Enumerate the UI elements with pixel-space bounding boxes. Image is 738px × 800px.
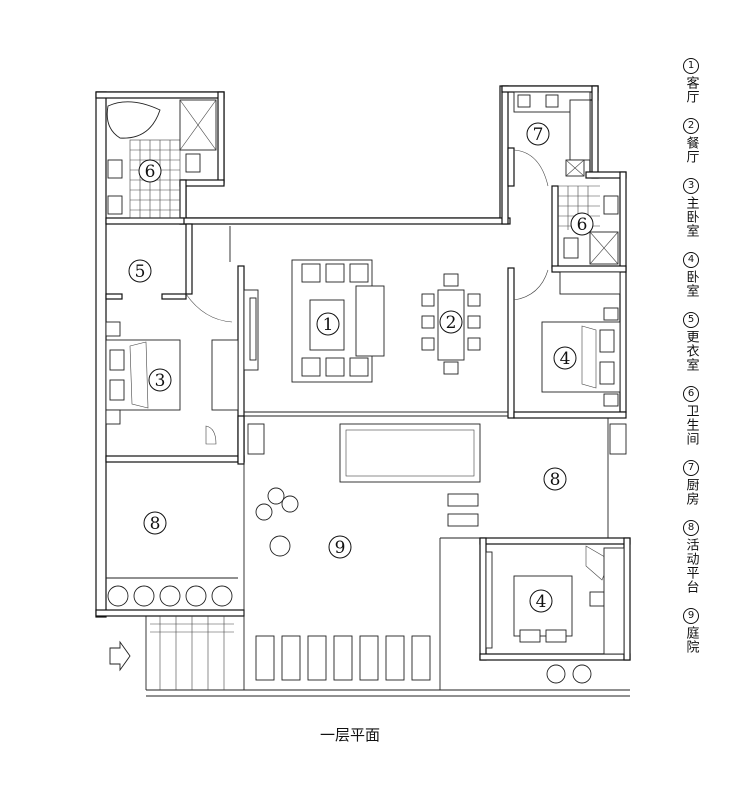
legend-label: 厨房 bbox=[683, 478, 699, 506]
room-label-kitchen: 7 bbox=[526, 122, 550, 146]
right-outer-wall bbox=[619, 171, 627, 413]
legend-item-5: 5 更衣室 bbox=[676, 312, 706, 372]
legend-number: 4 bbox=[683, 252, 699, 268]
dining-furniture bbox=[421, 273, 481, 375]
room-label-platform-left: 8 bbox=[143, 511, 167, 535]
legend-item-3: 3 主卧室 bbox=[676, 178, 706, 238]
legend-label: 主卧室 bbox=[683, 196, 699, 238]
room-label-dining: 2 bbox=[439, 310, 463, 334]
legend-label: 庭院 bbox=[683, 626, 699, 654]
legend-number: 3 bbox=[683, 178, 699, 194]
toilet bbox=[185, 153, 201, 173]
legend-item-9: 9 庭院 bbox=[676, 608, 706, 654]
room-label-master-bedroom: 3 bbox=[148, 368, 172, 392]
legend-label: 客厅 bbox=[683, 76, 699, 104]
room-legend: 1 客厅 2 餐厅 3 主卧室 4 卧室 5 更衣室 6 卫生间 7 厨房 8 … bbox=[676, 58, 706, 668]
legend-label: 更衣室 bbox=[683, 330, 699, 372]
legend-label: 卫生间 bbox=[683, 404, 699, 446]
room-label-bedroom-right: 4 bbox=[553, 346, 577, 370]
top-left-wall bbox=[95, 91, 225, 99]
exterior-walls bbox=[95, 85, 631, 661]
sofa bbox=[355, 285, 385, 357]
legend-item-1: 1 客厅 bbox=[676, 58, 706, 104]
room-labels: 1 2 3 4 4 5 6 6 bbox=[128, 122, 594, 613]
plan-caption: 一层平面 bbox=[320, 726, 381, 744]
svg-text:8: 8 bbox=[550, 470, 561, 490]
svg-text:7: 7 bbox=[533, 125, 544, 145]
svg-text:4: 4 bbox=[560, 349, 571, 369]
legend-number: 6 bbox=[683, 386, 699, 402]
legend-number: 5 bbox=[683, 312, 699, 328]
entrance-arrow-icon bbox=[109, 640, 131, 672]
bedroom-right-furniture bbox=[513, 269, 621, 407]
master-bedroom-furniture bbox=[105, 293, 239, 445]
legend-item-7: 7 厨房 bbox=[676, 460, 706, 506]
legend-item-6: 6 卫生间 bbox=[676, 386, 706, 446]
room-label-bedroom-bottom: 4 bbox=[529, 589, 553, 613]
kitchen-fixtures bbox=[513, 91, 591, 187]
stove bbox=[517, 94, 531, 108]
legend-number: 2 bbox=[683, 118, 699, 134]
left-outer-wall bbox=[95, 91, 107, 618]
svg-text:2: 2 bbox=[446, 313, 457, 333]
legend-number: 1 bbox=[683, 58, 699, 74]
svg-text:6: 6 bbox=[145, 162, 156, 182]
svg-text:6: 6 bbox=[577, 215, 588, 235]
legend-item-2: 2 餐厅 bbox=[676, 118, 706, 164]
legend-item-8: 8 活动平台 bbox=[676, 520, 706, 594]
bath-left-tiles bbox=[106, 99, 217, 219]
svg-text:3: 3 bbox=[155, 371, 166, 391]
svg-text:4: 4 bbox=[536, 592, 547, 612]
sink bbox=[107, 159, 123, 179]
room-label-living: 1 bbox=[316, 312, 340, 336]
living-furniture bbox=[243, 259, 385, 383]
svg-text:5: 5 bbox=[135, 262, 146, 282]
bath-right-tiles bbox=[558, 185, 619, 265]
legend-number: 9 bbox=[683, 608, 699, 624]
svg-text:9: 9 bbox=[335, 538, 346, 558]
legend-number: 7 bbox=[683, 460, 699, 476]
legend-item-4: 4 卧室 bbox=[676, 252, 706, 298]
pool bbox=[339, 423, 481, 483]
top-middle-wall bbox=[179, 217, 511, 225]
kitchen-top-wall bbox=[501, 85, 599, 93]
courtyard-features bbox=[247, 423, 627, 527]
legend-label: 卧室 bbox=[683, 270, 699, 298]
svg-text:8: 8 bbox=[150, 514, 161, 534]
legend-label: 餐厅 bbox=[683, 136, 699, 164]
legend-number: 8 bbox=[683, 520, 699, 536]
bedroom-bottom-furniture bbox=[485, 545, 625, 655]
plants bbox=[107, 487, 592, 684]
svg-text:1: 1 bbox=[323, 315, 334, 335]
room-label-bath-right: 6 bbox=[570, 212, 594, 236]
legend-label: 活动平台 bbox=[683, 538, 699, 594]
bathtub bbox=[106, 101, 161, 139]
room-label-dressing: 5 bbox=[128, 259, 152, 283]
interior-lines bbox=[106, 226, 630, 697]
room-label-platform-right: 8 bbox=[543, 467, 567, 491]
room-label-courtyard: 9 bbox=[328, 535, 352, 559]
room-label-bath-left: 6 bbox=[138, 159, 162, 183]
